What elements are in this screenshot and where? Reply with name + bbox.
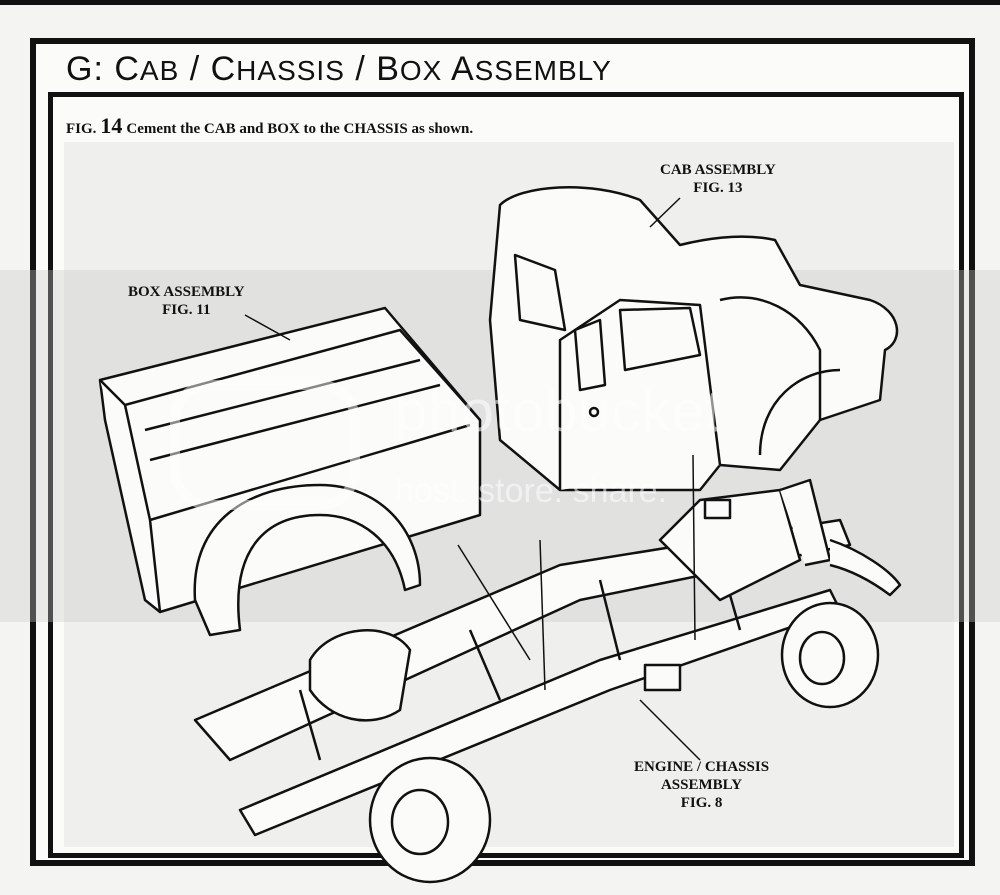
callout-cab-line2: FIG. 13 — [693, 180, 743, 196]
figure-box — [48, 92, 964, 858]
top-border — [0, 0, 1000, 5]
watermark-logo — [170, 380, 360, 510]
callout-box-line1: BOX ASSEMBLY — [128, 284, 245, 300]
truck-cab-drawing — [488, 186, 899, 492]
callout-cab-line1: CAB ASSEMBLY — [660, 162, 776, 178]
callout-box-assembly: BOX ASSEMBLY FIG. 11 — [128, 283, 245, 319]
callout-cab-assembly: CAB ASSEMBLY FIG. 13 — [660, 161, 776, 197]
callout-engine-chassis: ENGINE / CHASSIS ASSEMBLY FIG. 8 — [634, 758, 769, 812]
callout-engine-line3: FIG. 8 — [680, 795, 723, 811]
watermark-tagline: host. store. share. — [395, 472, 668, 510]
callout-engine-line1: ENGINE / CHASSIS — [634, 759, 770, 775]
wheels-drawing — [308, 601, 880, 884]
watermark-brand: photobucket — [395, 379, 723, 444]
page-title: G: CAB / CHASSIS / BOX ASSEMBLY — [66, 50, 612, 88]
callout-engine-line2: ASSEMBLY — [660, 777, 743, 793]
leader-lines — [244, 197, 701, 761]
callout-box-line2: FIG. 11 — [162, 302, 211, 318]
